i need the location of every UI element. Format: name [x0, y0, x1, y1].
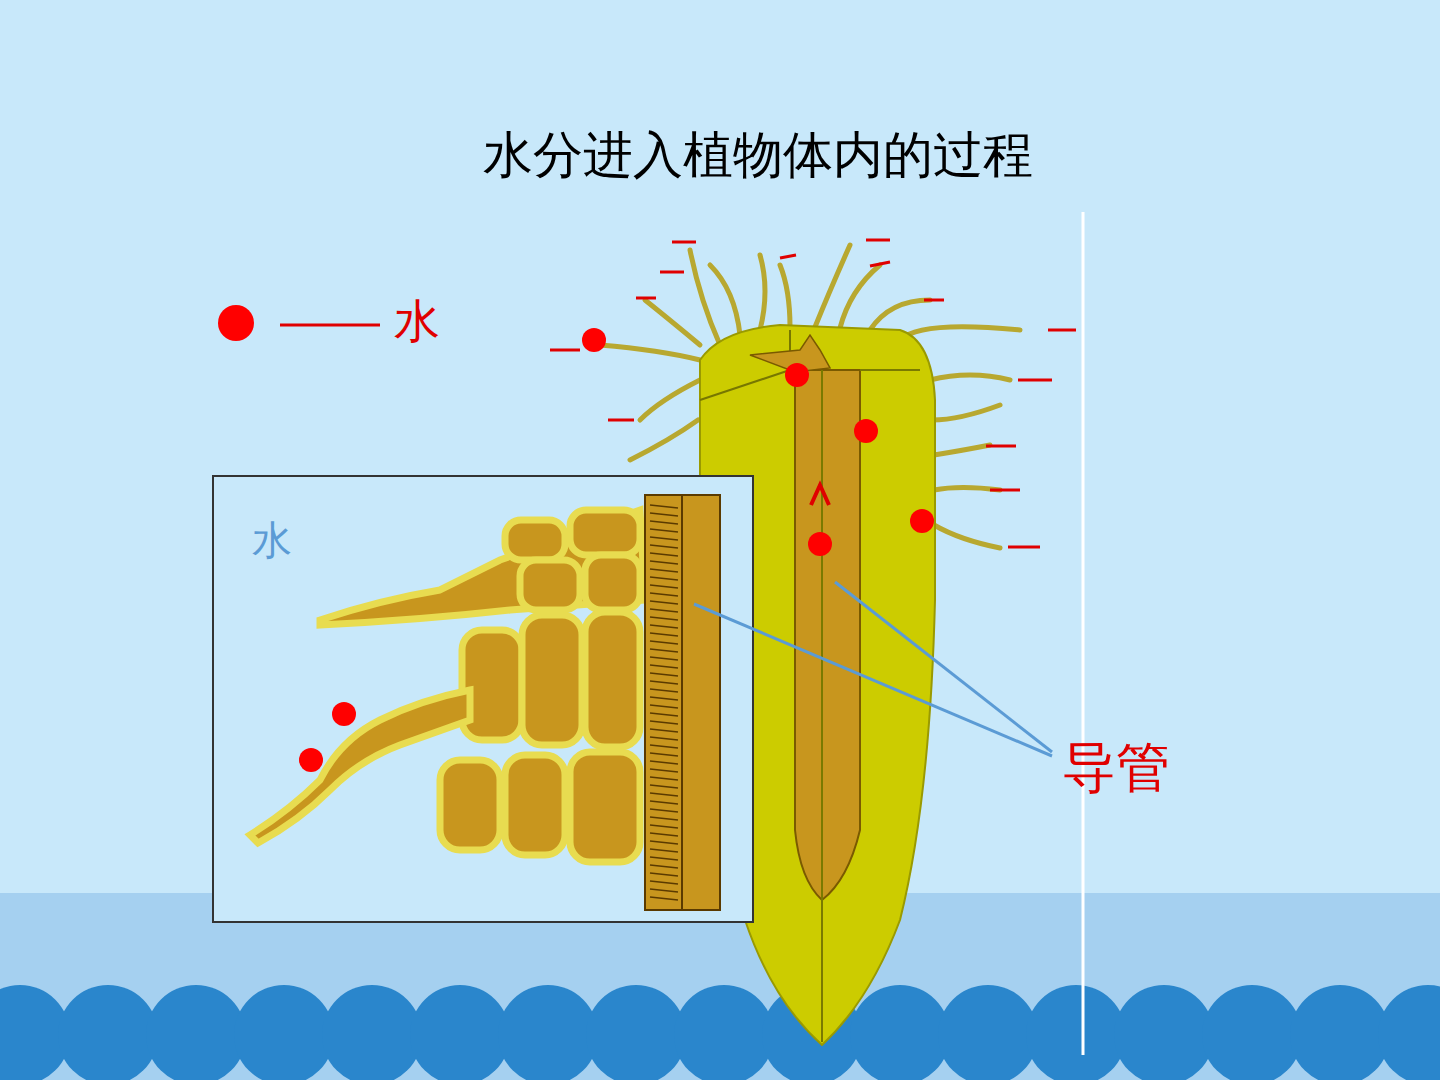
vessel-ring: [650, 761, 678, 764]
vessel-ring: [650, 889, 678, 892]
vessel-ring: [650, 585, 678, 588]
vessel-ring: [650, 673, 678, 676]
vessel-ring: [650, 513, 678, 516]
legend-text: 水: [394, 296, 440, 347]
vessel-ring: [650, 777, 678, 780]
vessel-ring: [650, 729, 678, 732]
vessel-ring: [650, 601, 678, 604]
wave: [1202, 985, 1302, 1080]
vessel-ring: [650, 609, 678, 612]
wave: [498, 985, 598, 1080]
wave: [850, 985, 950, 1080]
vessel-ring: [650, 833, 678, 836]
part-label: 导管: [1062, 738, 1170, 797]
vessel-ring: [650, 785, 678, 788]
vessel-ring: [650, 865, 678, 868]
vessel-ring: [650, 793, 678, 796]
vessel-ring: [650, 649, 678, 652]
vessel-ring: [650, 721, 678, 724]
vessel-ring: [650, 753, 678, 756]
vessel-ring: [650, 713, 678, 716]
vessel-ring: [650, 537, 678, 540]
vessel-ring: [650, 625, 678, 628]
wave: [1026, 985, 1126, 1080]
vessel-ring: [650, 529, 678, 532]
vessel-ring: [650, 689, 678, 692]
wave: [1290, 985, 1390, 1080]
vessel-ring: [650, 569, 678, 572]
wave: [322, 985, 422, 1080]
vessel-ring: [650, 801, 678, 804]
wave: [938, 985, 1038, 1080]
vessel-ring: [650, 809, 678, 812]
wave: [1378, 985, 1440, 1080]
wave: [586, 985, 686, 1080]
title: 水分进入植物体内的过程: [0, 128, 1440, 183]
vessel-ring: [650, 577, 678, 580]
vessel-ring: [650, 553, 678, 556]
vessel-ring: [650, 505, 678, 508]
vessel-ring: [650, 857, 678, 860]
vessel-ring: [650, 545, 678, 548]
vessel-ring: [650, 897, 678, 900]
wave: [1114, 985, 1214, 1080]
wave: [674, 985, 774, 1080]
wave: [146, 985, 246, 1080]
vessel-ring: [650, 665, 678, 668]
wave: [234, 985, 334, 1080]
vessel-ring: [650, 697, 678, 700]
vessel-ring: [650, 745, 678, 748]
vessel-ring: [650, 641, 678, 644]
vessel-ring: [650, 633, 678, 636]
vessel-ring: [650, 617, 678, 620]
vessel-ring: [650, 593, 678, 596]
vessel-ring: [650, 561, 678, 564]
vessel-ring: [650, 521, 678, 524]
vessel-ring: [650, 825, 678, 828]
wave: [410, 985, 510, 1080]
legend-swatch: [218, 305, 254, 341]
part-label: 水: [252, 518, 292, 562]
vessel-ring: [650, 705, 678, 708]
vessel-ring: [650, 881, 678, 884]
wave: [58, 985, 158, 1080]
vessel-ring: [650, 817, 678, 820]
vessel-ring: [650, 841, 678, 844]
vessel-ring: [650, 769, 678, 772]
vessel-ring: [650, 681, 678, 684]
vessel-ring: [650, 657, 678, 660]
vessel-ring: [650, 873, 678, 876]
vessel-ring: [650, 737, 678, 740]
vessel-ring: [650, 849, 678, 852]
